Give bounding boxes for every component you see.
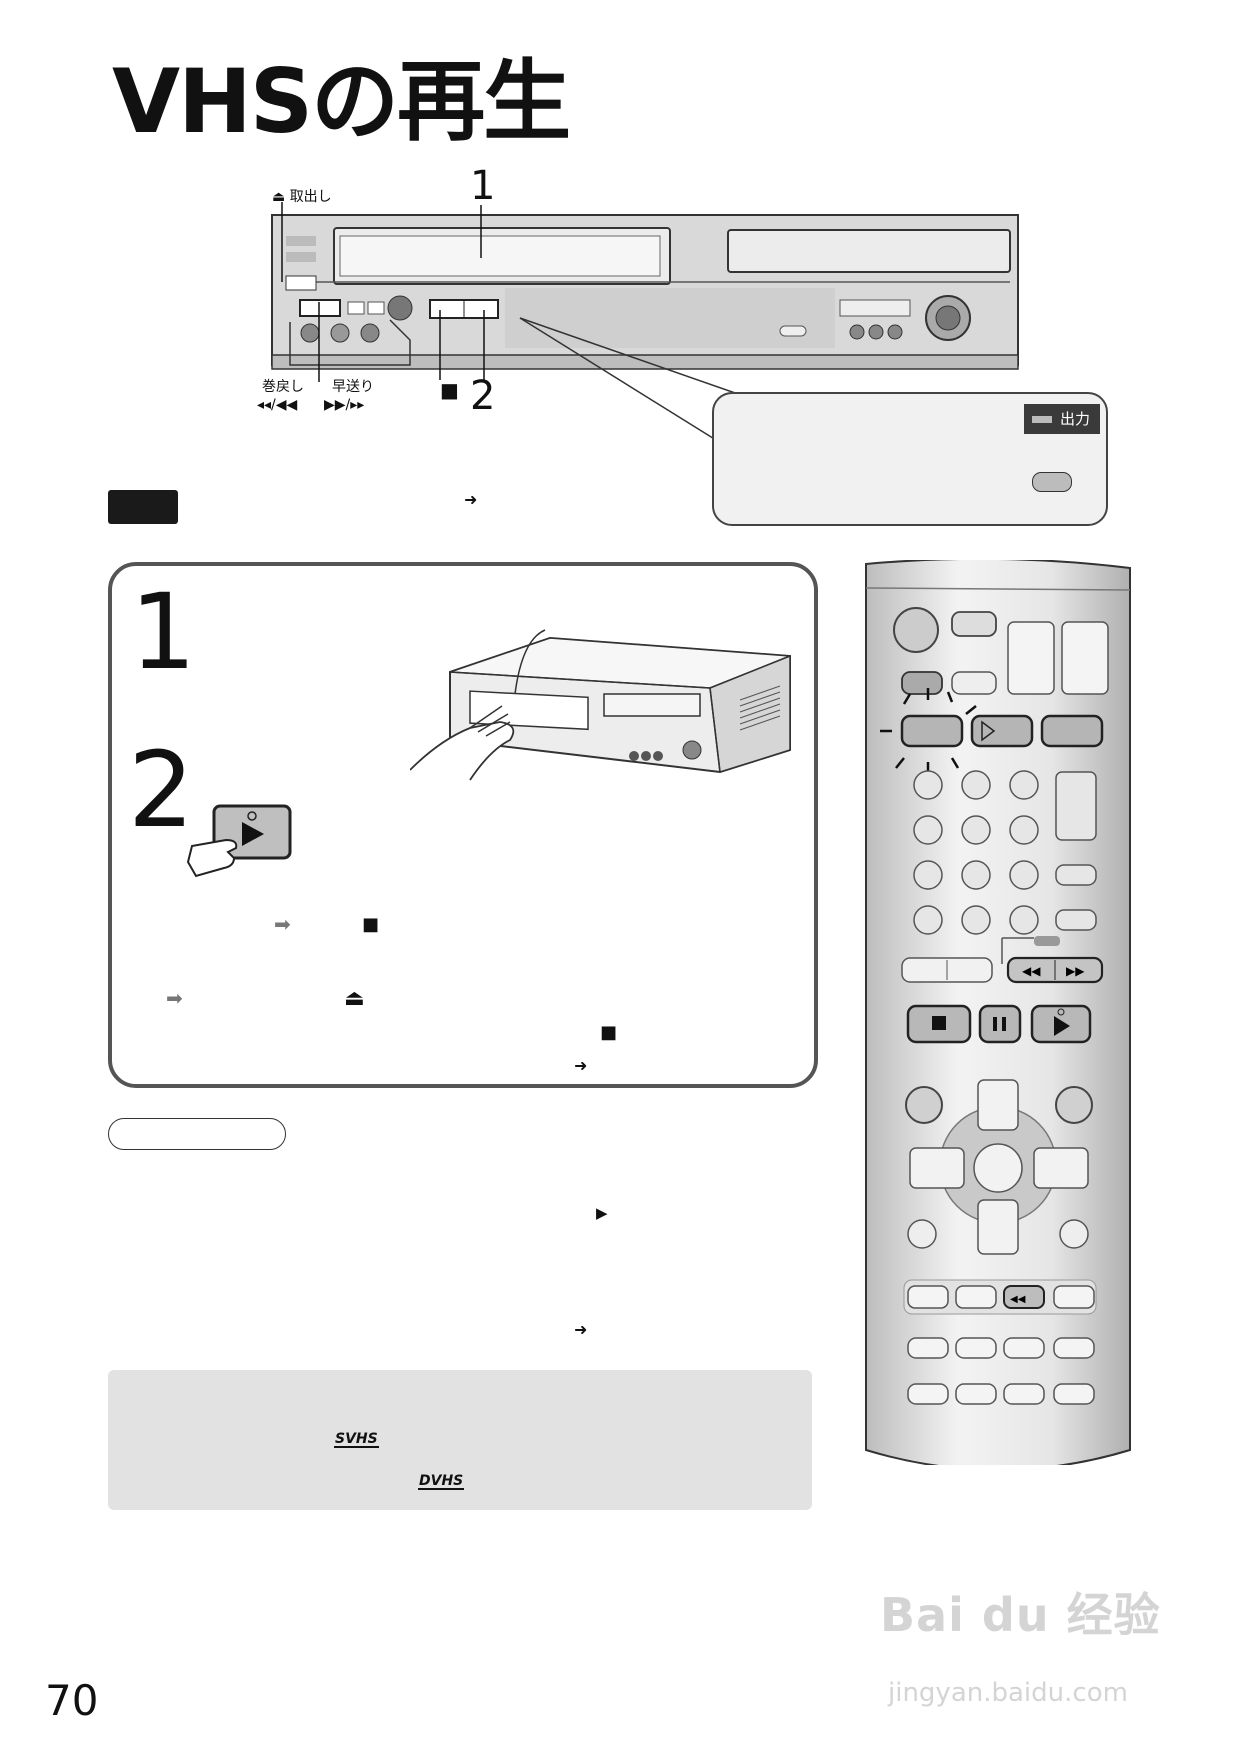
eject-callout: ⏏ 取出し [272,189,332,205]
play-icon: ▶ [596,1204,608,1222]
step-1-number: 1 [130,571,197,693]
led-indicator [1032,416,1052,423]
rewind-icon: ◀◀ [1022,964,1041,978]
reference-arrow: ➜ [464,490,478,509]
rewind-icon: ◂◂/◀◀ [257,397,298,413]
flow-arrow-2: ➡ [166,986,183,1010]
svhs-logo: SVHS [334,1431,379,1448]
pointing-hand-icon [186,838,238,878]
reference-arrow: ➜ [574,1320,588,1339]
stop-icon: ■ [440,378,459,402]
eject-icon: ⏏ [344,986,365,1011]
insert-tape-illustration [410,629,791,781]
watermark-url: jingyan.baidu.com [888,1678,1128,1708]
play-icon [1054,1016,1070,1036]
stop-icon [932,1016,946,1030]
step-2-number: 2 [128,729,195,851]
fast-forward-icon: ▶▶ [1066,964,1085,978]
remote-control: ◀◀ ▶▶ ◀◀ [865,560,1131,1465]
callout-step2: 2 [470,373,496,419]
notes-panel [108,1370,812,1510]
watermark-logo: Bai du 经验 [880,1588,1161,1642]
mode-tag [108,490,178,524]
play-button-illustration [186,804,292,878]
stop-icon: ■ [362,914,380,935]
recorder-illustration [271,202,1019,441]
reference-arrow: ➜ [574,1056,588,1075]
callout-step1: 1 [470,163,496,209]
fast-forward-icon: ▶▶/▸▸ [324,397,365,413]
pause-icon [993,1017,997,1031]
flow-arrow-1: ➡ [274,912,291,936]
page-title: VHSの再生 [112,50,571,153]
play-icon [242,822,264,846]
eject-icon: ⏏ [272,189,286,205]
output-indicator: 出力 [1024,404,1101,434]
output-button [1032,472,1072,492]
dvhs-logo: DVHS [418,1473,465,1490]
page-number: 70 [45,1676,99,1725]
rewind-icon: ◀◀ [1010,1294,1026,1305]
note-heading-pill [108,1118,286,1150]
rewind-callout-label: 巻戻し [262,379,304,395]
fast-forward-callout-label: 早送り [332,379,374,395]
stop-icon: ■ [600,1022,618,1043]
